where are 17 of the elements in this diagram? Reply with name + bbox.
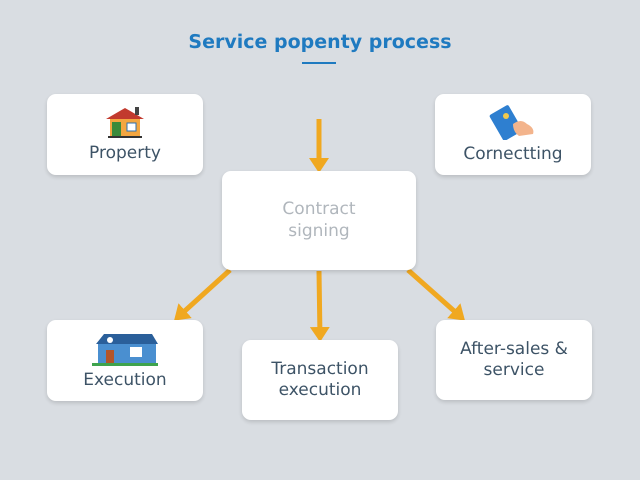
node-label: Transaction execution xyxy=(270,358,370,402)
process-card xyxy=(242,340,398,420)
node-label: Property xyxy=(89,142,161,164)
diagram-title: Service popenty process xyxy=(187,31,453,53)
arrow xyxy=(309,119,329,173)
node-label: After-sales & service xyxy=(459,338,569,382)
node-label: Contract signing xyxy=(281,199,357,242)
process-card xyxy=(47,94,203,175)
process-card xyxy=(436,320,592,400)
arrow xyxy=(174,268,232,321)
node-label: Cornectting xyxy=(463,144,563,166)
node-label: Execution xyxy=(83,370,167,392)
arrow xyxy=(310,270,330,342)
process-card xyxy=(47,320,203,401)
arrow xyxy=(406,268,465,321)
process-card xyxy=(435,94,591,175)
process-card xyxy=(222,171,416,270)
